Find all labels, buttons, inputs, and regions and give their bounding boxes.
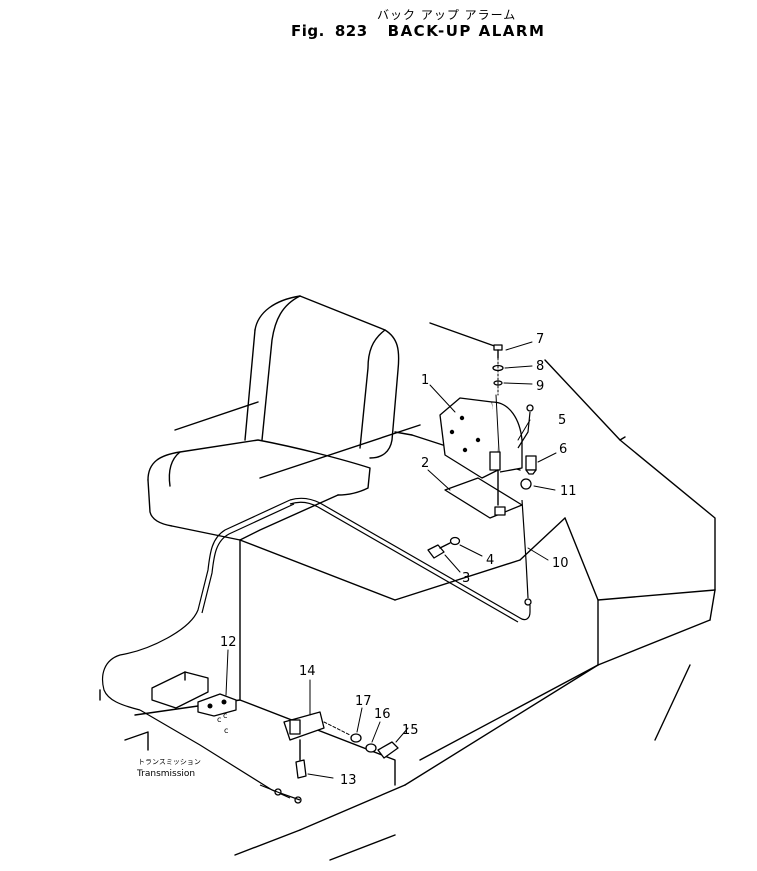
callout-5: 5 (558, 413, 566, 428)
sensor-switch (295, 759, 307, 779)
callout-8: 8 (536, 359, 544, 374)
screw (493, 344, 503, 351)
callouts: 1 2 3 4 5 6 7 8 9 10 11 12 13 14 15 16 1… (220, 332, 577, 788)
callout-10: 10 (552, 556, 569, 571)
callout-9: 9 (536, 379, 544, 394)
machine-body (99, 322, 716, 861)
callout-15: 15 (402, 723, 419, 738)
washer-17 (350, 733, 362, 743)
alarm-assembly (427, 344, 537, 606)
operator-seat (147, 295, 413, 541)
callout-14: 14 (299, 664, 316, 679)
switch-assembly: c c c (124, 671, 399, 804)
callout-7: 7 (536, 332, 544, 347)
harness-cable (101, 497, 531, 799)
svg-text:c: c (223, 711, 227, 720)
transmission-label: Transmission (136, 769, 195, 779)
callout-2: 2 (421, 456, 429, 471)
callout-1: 1 (421, 373, 429, 388)
alarm-body (439, 397, 499, 479)
switch (197, 693, 237, 717)
figure-title: Fig. 823 BACK-UP ALARM (291, 22, 545, 40)
leader-lines (225, 341, 557, 779)
transmission-label-jp: トランスミッション (138, 758, 201, 766)
title-japanese: バック アップ アラーム (377, 8, 517, 22)
callout-3: 3 (462, 571, 470, 586)
mount-washer (449, 536, 461, 546)
callout-4: 4 (486, 553, 494, 568)
figure-name: BACK-UP ALARM (387, 22, 546, 40)
figure-label: Fig. (291, 22, 325, 40)
bolt-15 (377, 741, 399, 759)
callout-6: 6 (559, 442, 567, 457)
washer-16 (365, 743, 377, 753)
callout-13: 13 (340, 773, 357, 788)
callout-17: 17 (355, 694, 372, 709)
svg-text:c: c (217, 715, 221, 724)
bolt (525, 455, 537, 471)
figure-number: 823 (334, 22, 368, 40)
grommet (520, 478, 532, 490)
svg-text:c: c (224, 726, 228, 735)
callout-12: 12 (220, 635, 237, 650)
callout-16: 16 (374, 707, 391, 722)
callout-11: 11 (560, 484, 577, 499)
bracket (444, 477, 523, 519)
